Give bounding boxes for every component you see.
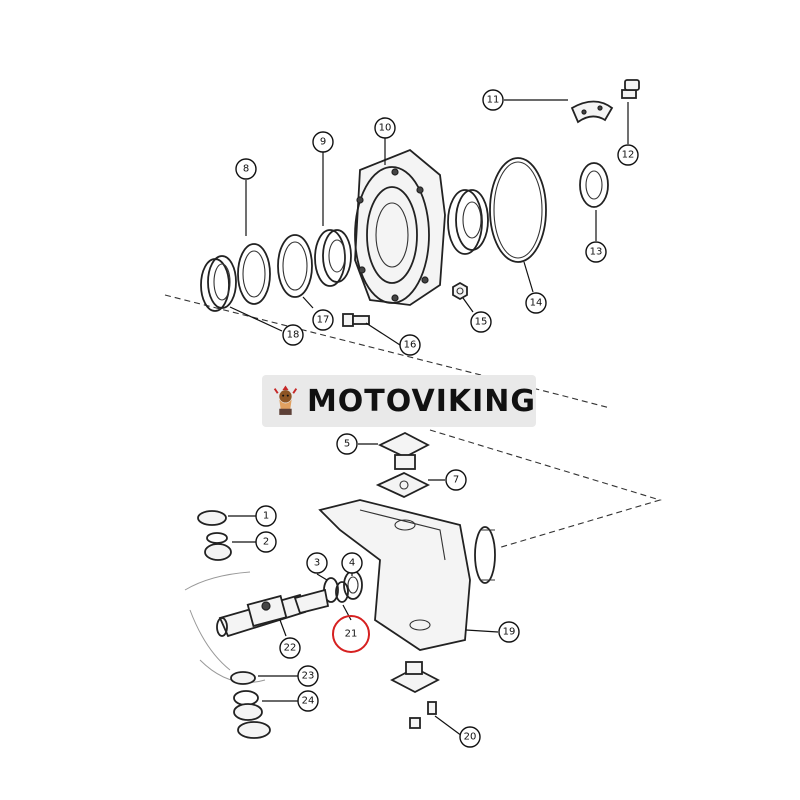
callout-22: 22 xyxy=(279,637,301,659)
part-washer-23 xyxy=(230,671,256,685)
callout-14: 14 xyxy=(525,292,547,314)
svg-text:7: 7 xyxy=(453,475,459,486)
svg-text:24: 24 xyxy=(302,696,315,707)
svg-text:21: 21 xyxy=(345,629,358,640)
part-nut-15 xyxy=(452,281,468,301)
brand-logo: MOTOVIKING xyxy=(262,375,536,427)
part-seal-2 xyxy=(204,532,232,561)
svg-text:13: 13 xyxy=(590,247,603,258)
callout-9: 9 xyxy=(312,131,334,153)
callout-2: 2 xyxy=(255,531,277,553)
part-grease-fitting-20 xyxy=(409,701,437,729)
svg-text:22: 22 xyxy=(284,643,297,654)
callout-16: 16 xyxy=(399,334,421,356)
callout-3: 3 xyxy=(306,552,328,574)
svg-text:4: 4 xyxy=(349,558,355,569)
part-o-ring-14 xyxy=(489,157,547,263)
svg-text:10: 10 xyxy=(379,123,392,134)
part-lower-pin xyxy=(390,661,440,694)
callout-23: 23 xyxy=(297,665,319,687)
svg-text:20: 20 xyxy=(464,732,477,743)
svg-text:12: 12 xyxy=(622,150,635,161)
svg-text:23: 23 xyxy=(302,671,315,682)
leader-lines xyxy=(228,99,629,737)
highlight-ring xyxy=(332,615,370,653)
svg-text:8: 8 xyxy=(243,164,249,175)
part-seal-21 xyxy=(335,581,349,603)
part-knuckle-19 xyxy=(318,499,496,651)
part-hub-10 xyxy=(354,148,446,306)
brand-name: MOTOVIKING xyxy=(306,383,536,419)
svg-text:17: 17 xyxy=(317,315,330,326)
svg-text:5: 5 xyxy=(344,439,350,450)
svg-text:14: 14 xyxy=(530,298,543,309)
callout-13: 13 xyxy=(585,241,607,263)
svg-text:1: 1 xyxy=(263,511,269,522)
svg-text:2: 2 xyxy=(263,537,269,548)
callout-19: 19 xyxy=(498,621,520,643)
svg-text:18: 18 xyxy=(287,330,300,341)
part-cap-1 xyxy=(197,510,227,526)
part-drive-shaft-22 xyxy=(216,588,330,638)
callout-5: 5 xyxy=(336,433,358,455)
svg-text:19: 19 xyxy=(503,627,516,638)
callout-7: 7 xyxy=(445,469,467,491)
callout-17: 17 xyxy=(312,309,334,331)
part-bearing-24 xyxy=(233,690,271,739)
part-king-pin-5 xyxy=(377,431,430,470)
callout-1: 1 xyxy=(255,505,277,527)
part-bolt-12 xyxy=(621,79,640,99)
svg-text:11: 11 xyxy=(487,95,500,106)
callout-15: 15 xyxy=(470,311,492,333)
viking-mascot-icon xyxy=(273,385,298,415)
callout-10: 10 xyxy=(374,117,396,139)
part-ring-8 xyxy=(237,243,271,305)
part-ring-17 xyxy=(277,234,313,298)
callout-18: 18 xyxy=(282,324,304,346)
assembly-guide-line xyxy=(429,429,662,549)
svg-text:9: 9 xyxy=(320,137,326,148)
svg-text:15: 15 xyxy=(475,317,488,328)
svg-text:3: 3 xyxy=(314,558,320,569)
part-nut-13 xyxy=(579,162,609,208)
part-bolt-16 xyxy=(342,313,370,327)
callout-21: 21 xyxy=(332,615,370,653)
callout-12: 12 xyxy=(617,144,639,166)
callout-20: 20 xyxy=(459,726,481,748)
part-lock-plate-11 xyxy=(570,100,614,124)
part-shim-7 xyxy=(375,472,431,498)
svg-text:16: 16 xyxy=(404,340,417,351)
callout-8: 8 xyxy=(235,158,257,180)
callout-4: 4 xyxy=(341,552,363,574)
callout-11: 11 xyxy=(482,89,504,111)
part-bearing-inner xyxy=(447,189,489,255)
callout-24: 24 xyxy=(297,690,319,712)
part-bearing-9 xyxy=(314,229,352,287)
part-seal-18 xyxy=(200,255,237,312)
